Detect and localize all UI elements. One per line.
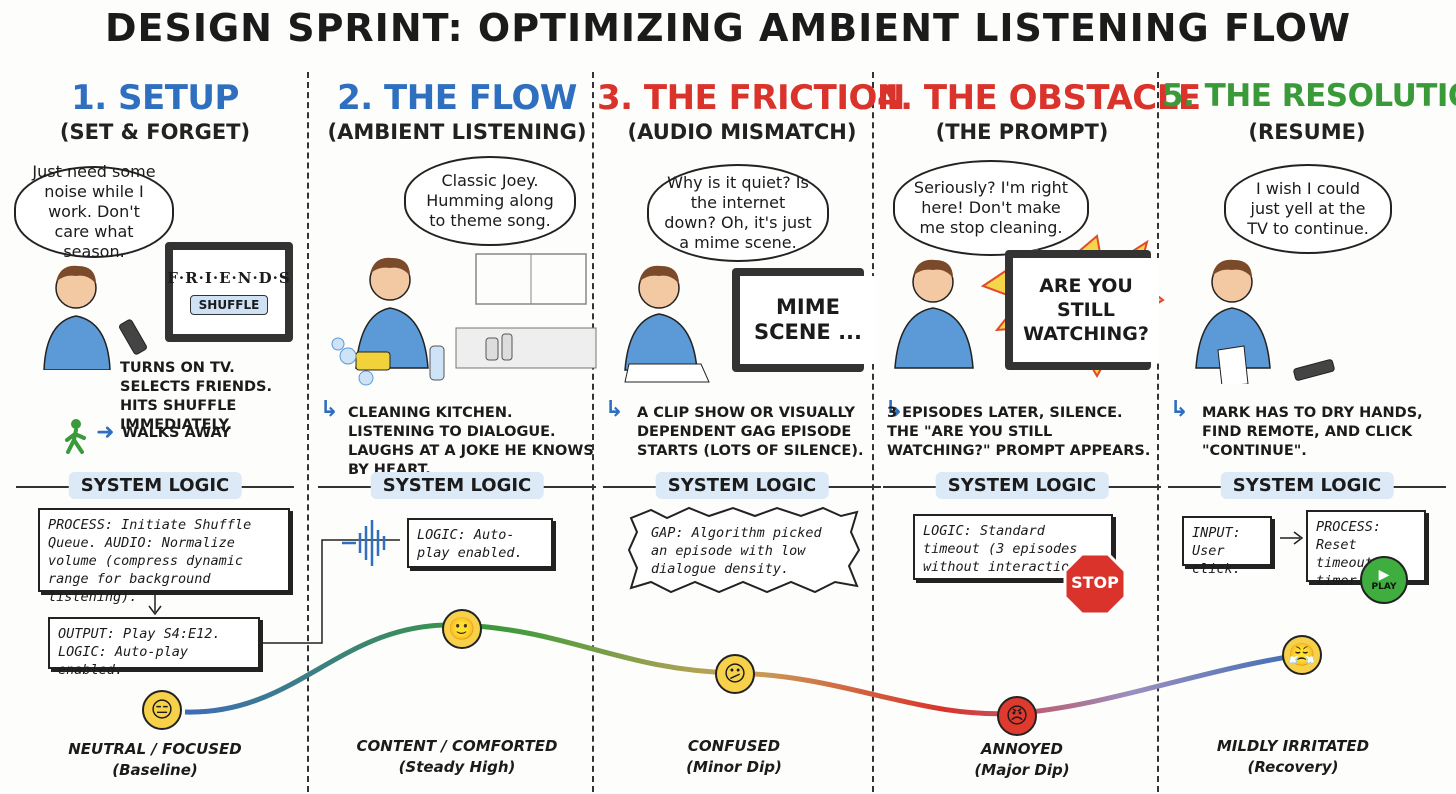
gap-burst-shape <box>627 506 861 594</box>
column-subtitle: (RESUME) <box>1248 120 1366 144</box>
thought-bubble: Why is it quiet? Is the internet down? O… <box>647 164 829 262</box>
system-logic-band: SYSTEM LOGIC <box>877 469 1167 503</box>
thought-bubble: Classic Joey. Humming along to theme son… <box>404 156 576 246</box>
smiling-face-icon: 🙂 <box>442 609 482 649</box>
angry-face-icon: 😠 <box>997 696 1037 736</box>
system-logic-label: SYSTEM LOGIC <box>1220 472 1394 499</box>
system-logic-band: SYSTEM LOGIC <box>10 469 300 503</box>
tv-text: ARE YOU STILL WATCHING? <box>1013 258 1159 362</box>
kitchen-scene <box>331 253 597 386</box>
step-caption: A CLIP SHOW OR VISUALLY DEPENDENT GAG EP… <box>637 405 864 459</box>
input-box: INPUT: User click. <box>1182 516 1272 577</box>
play-icon: ▶ <box>1378 567 1390 583</box>
arrow-icon: ➜ <box>96 420 115 445</box>
column-title: 2. THE FLOW <box>337 78 577 118</box>
column-title: 5. THE RESOLUTION <box>1162 78 1456 114</box>
step-caption: MARK HAS TO DRY HANDS, FIND REMOTE, AND … <box>1202 405 1423 459</box>
mood-label: NEUTRAL / FOCUSED (Baseline) <box>68 740 242 779</box>
system-logic-band: SYSTEM LOGIC <box>1162 469 1452 503</box>
column-subtitle: (SET & FORGET) <box>59 120 251 144</box>
irritated-face-icon: 😤 <box>1282 635 1322 675</box>
column-resolution: 5. THE RESOLUTION (RESUME) I wish I coul… <box>1162 72 1456 792</box>
shuffle-button: SHUFFLE <box>189 295 269 315</box>
column-subtitle: (AMBIENT LISTENING) <box>327 120 587 144</box>
walking-person-icon <box>65 419 86 454</box>
mood-label: MILDLY IRRITATED (Recovery) <box>1216 737 1370 776</box>
column-divider <box>872 72 874 792</box>
play-button: ▶ PLAY <box>1360 556 1408 604</box>
page-title: DESIGN SPRINT: OPTIMIZING AMBIENT LISTEN… <box>104 6 1352 50</box>
output-box: OUTPUT: Play S4:E12. LOGIC: Auto-play en… <box>48 617 260 678</box>
mood-label: CONFUSED (Minor Dip) <box>686 737 782 776</box>
person-figure <box>43 265 111 370</box>
system-logic-label: SYSTEM LOGIC <box>935 472 1109 499</box>
system-logic-label: SYSTEM LOGIC <box>68 472 242 499</box>
logic-box: LOGIC: Auto-play enabled. <box>407 518 553 568</box>
person-figure <box>1195 259 1271 384</box>
person-figure <box>624 265 710 383</box>
column-divider <box>592 72 594 792</box>
remote-icon <box>1293 359 1335 381</box>
tv-screen: MIME SCENE ... <box>732 268 876 372</box>
thought-bubble: I wish I could just yell at the TV to co… <box>1224 164 1392 254</box>
thought-bubble: Seriously? I'm right here! Don't make me… <box>893 160 1089 256</box>
stop-sign-icon <box>1063 552 1127 616</box>
curved-arrow-icon: ↳ <box>1170 397 1189 422</box>
person-figure <box>894 259 974 369</box>
curved-arrow-icon: ↳ <box>605 397 624 422</box>
tv-text: MIME SCENE ... <box>740 276 876 364</box>
mood-label: ANNOYED (Major Dip) <box>974 740 1070 779</box>
confused-face-icon: 😕 <box>715 654 755 694</box>
column-title: 4. THE OBSTACLE <box>877 78 1201 118</box>
step-caption: TURNS ON TV. SELECTS FRIENDS. HITS SHUFF… <box>120 360 273 433</box>
column-subtitle: (THE PROMPT) <box>935 120 1109 144</box>
stop-label: STOP <box>1071 573 1119 592</box>
column-title: 1. SETUP <box>71 78 239 118</box>
step-caption: 3 EPISODES LATER, SILENCE. THE "ARE YOU … <box>887 405 1151 459</box>
process-box: PROCESS: Initiate Shuffle Queue. AUDIO: … <box>38 508 290 605</box>
mood-label: CONTENT / COMFORTED (Steady High) <box>356 737 558 776</box>
curved-arrow-icon: ↳ <box>320 397 339 422</box>
column-title: 3. THE FRICTION <box>597 78 905 118</box>
system-logic-band: SYSTEM LOGIC <box>312 469 602 503</box>
remote-icon <box>119 319 147 355</box>
thought-bubble: Just need some noise while I work. Don't… <box>14 162 174 261</box>
logic-box: LOGIC: Standard timeout (3 episodes with… <box>913 514 1113 580</box>
column-obstacle: 4. THE OBSTACLE (THE PROMPT) Seriously? … <box>877 72 1201 792</box>
system-logic-label: SYSTEM LOGIC <box>370 472 544 499</box>
column-friction: 3. THE FRICTION (AUDIO MISMATCH) Why is … <box>597 72 905 792</box>
neutral-face-icon: 😑 <box>142 690 182 730</box>
tv-text: F·R·I·E·N·D·S <box>167 269 291 287</box>
system-logic-band: SYSTEM LOGIC <box>597 469 887 503</box>
tv-screen: ARE YOU STILL WATCHING? <box>1005 250 1159 370</box>
column-setup: 1. SETUP (SET & FORGET) Just need some n… <box>10 72 300 792</box>
column-divider <box>307 72 309 792</box>
sound-wave-icon <box>342 520 386 566</box>
system-logic-label: SYSTEM LOGIC <box>655 472 829 499</box>
walks-away-label: WALKS AWAY <box>122 425 231 441</box>
tv-screen: F·R·I·E·N·D·S SHUFFLE <box>165 242 293 342</box>
column-subtitle: (AUDIO MISMATCH) <box>627 120 857 144</box>
gap-text: GAP: Algorithm picked an episode with lo… <box>651 525 822 577</box>
column-flow: 2. THE FLOW (AMBIENT LISTENING) Classic … <box>312 72 602 792</box>
column-divider <box>1157 72 1159 792</box>
curved-arrow-icon: ↳ <box>885 397 904 422</box>
